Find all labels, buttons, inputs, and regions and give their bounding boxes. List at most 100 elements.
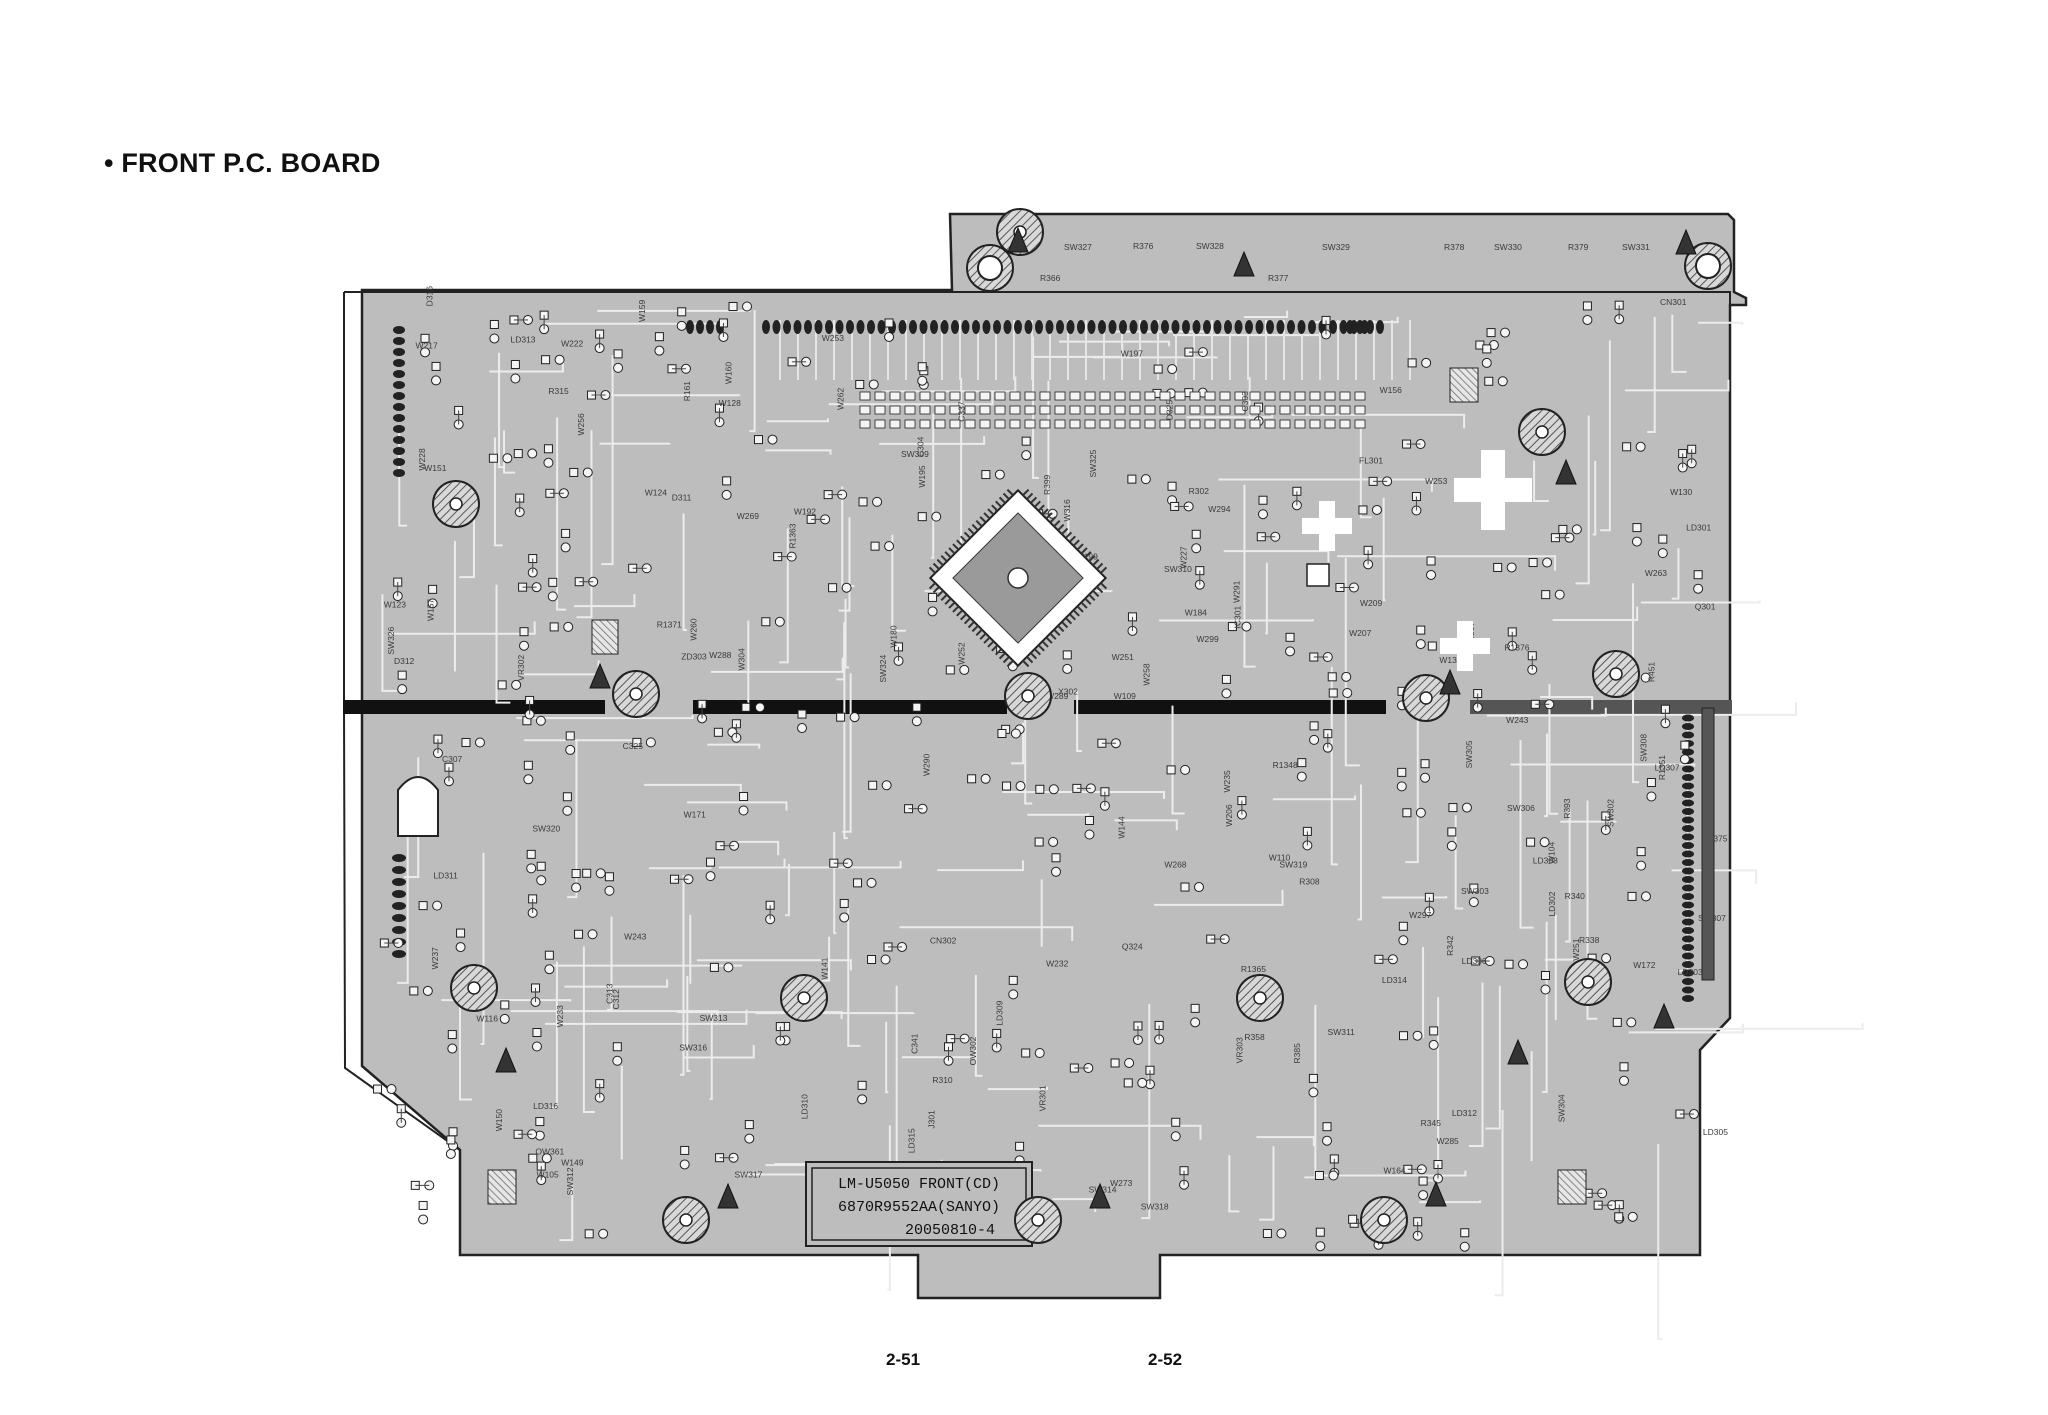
refdes-label: W243 (624, 932, 646, 942)
connector-pin (696, 320, 704, 334)
component-pads (1206, 934, 1230, 945)
connector-pin (393, 425, 405, 433)
connector-pin (1682, 859, 1694, 866)
connector-pin (392, 866, 406, 874)
refdes-label: W130 (1670, 487, 1692, 497)
trace (1093, 356, 1218, 359)
component-pads (1660, 704, 1671, 729)
trace (1059, 340, 1171, 347)
refdes-label: SW303 (1461, 886, 1489, 896)
refdes-label: W253 (1425, 476, 1447, 486)
trace (899, 926, 1074, 942)
refdes-label: C325 (623, 741, 644, 751)
refdes-label: W171 (684, 810, 706, 820)
refdes-label: R340 (1565, 891, 1586, 901)
resistor-pad (1279, 419, 1291, 429)
led-marker (1089, 1182, 1111, 1209)
ic-pin (1072, 609, 1080, 617)
ic-pin (1026, 492, 1034, 500)
component-pads (1550, 532, 1575, 543)
component-pads (1493, 562, 1517, 573)
component-pads (536, 861, 547, 886)
ic-pin (998, 652, 1006, 660)
component-pads (1686, 444, 1697, 469)
resistor-pad (1204, 419, 1216, 429)
connector-pin (1308, 320, 1316, 334)
trace (737, 840, 780, 856)
component-pads (1110, 1057, 1135, 1068)
connector-pin (1356, 320, 1364, 334)
connector-pin (392, 854, 406, 862)
resistor-pad (1084, 419, 1096, 429)
component-pads (499, 1000, 510, 1024)
connector-pin (1682, 995, 1694, 1002)
resistor-pad (1054, 391, 1066, 401)
component-pads (1614, 1211, 1638, 1222)
component-pads (1407, 357, 1432, 368)
trace (879, 436, 986, 445)
refdes-label: LD307 (1655, 763, 1680, 773)
resistor-pad (979, 405, 991, 415)
refdes-label: W207 (1349, 628, 1371, 638)
trace (683, 1044, 755, 1059)
refdes-label: VR301 (1037, 1085, 1047, 1111)
trace (1381, 896, 1448, 899)
component-pads (1583, 1188, 1608, 1199)
refdes-label: LD309 (995, 1000, 1005, 1025)
resistor-pad (859, 419, 871, 429)
component-pads (868, 780, 892, 791)
refdes-label: SW308 (1639, 734, 1649, 762)
resistor-pad (1039, 419, 1051, 429)
connector-pin (1682, 978, 1694, 985)
refdes-label: W206 (1224, 804, 1234, 826)
component-pads (1327, 671, 1352, 682)
trace (559, 1185, 574, 1242)
refdes-label: R345 (1421, 1118, 1442, 1128)
component-pads (509, 314, 533, 325)
refdes-label: LD305 (1703, 1127, 1728, 1137)
component-pads (654, 332, 665, 356)
resistor-pad (1354, 405, 1366, 415)
refdes-label: W251 (1571, 938, 1581, 960)
trace (453, 541, 456, 672)
resistor-pad (1219, 405, 1231, 415)
connector-pin (961, 320, 970, 334)
trace (779, 528, 789, 664)
component-pads (531, 1027, 542, 1052)
page-title: • FRONT P.C. BOARD (104, 148, 381, 178)
connector-pin (1682, 918, 1694, 926)
component-pads (574, 929, 598, 940)
trace (1382, 497, 1386, 602)
refdes-label: SW312 (565, 1167, 575, 1195)
refdes-label: W144 (1116, 816, 1126, 838)
component-pads (1123, 1077, 1148, 1088)
component-pads (523, 760, 534, 785)
component-pads (409, 985, 433, 996)
component-pads (917, 362, 928, 386)
refdes-label: W157 (426, 599, 436, 621)
trace (1141, 1003, 1151, 1220)
refdes-label: C312 (611, 989, 621, 1010)
refdes-label: R358 (1244, 1032, 1265, 1042)
connector-pin (392, 926, 406, 934)
resistor-pad (859, 405, 871, 415)
trace (1223, 550, 1330, 563)
component-pads (1468, 883, 1479, 908)
connector-pin (846, 320, 854, 334)
trace (847, 902, 861, 1047)
refdes-label: W233 (555, 1005, 565, 1027)
component-pads (741, 702, 765, 713)
connector-pin (1682, 884, 1694, 892)
ic-pin (991, 504, 999, 512)
ic-pin (1068, 535, 1076, 543)
trace (648, 866, 712, 870)
component-pads (497, 679, 522, 690)
component-pads (731, 719, 742, 743)
refdes-label: W180 (888, 625, 898, 647)
refdes-label: SW316 (679, 1042, 707, 1052)
refdes-label: W150 (494, 1109, 504, 1131)
component-pads (855, 379, 879, 390)
refdes-label: W291 (1232, 580, 1242, 602)
separator-bar (343, 700, 605, 714)
resistor-pad (1264, 405, 1276, 415)
